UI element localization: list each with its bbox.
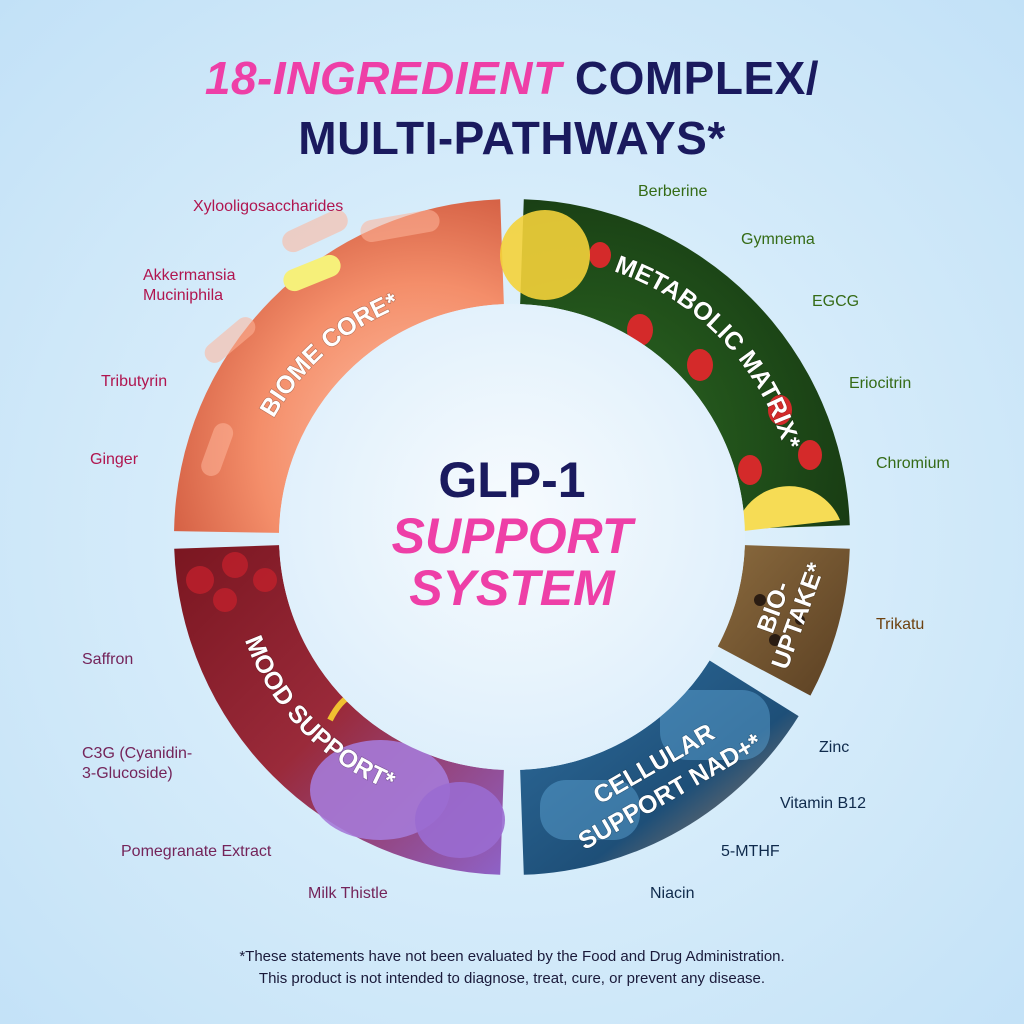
saffron-flower-icon: [310, 690, 505, 858]
segment-bio-uptake: [717, 545, 850, 696]
ingredient-gymnema: Gymnema: [741, 231, 815, 248]
ingredient-vitamin-b12: Vitamin B12: [780, 795, 866, 812]
segment-metabolic-matrix: [520, 199, 850, 529]
center-title: GLP-1: [438, 452, 586, 508]
ingredient-berberine: Berberine: [638, 183, 708, 200]
biome-bacterium-icon: [283, 254, 341, 292]
disclaimer-line-2: This product is not intended to diagnose…: [258, 970, 766, 987]
center-subtitle-line-2: SYSTEM: [409, 560, 615, 616]
ingredient-akkermansia: Akkermansia Muciniphila: [143, 267, 236, 304]
headline-highlight: 18-INGREDIENT: [204, 52, 562, 104]
pepper-icons: [754, 594, 805, 646]
lemon-icon: [500, 210, 590, 300]
headline: 18-INGREDIENT COMPLEX/ MULTI-PATHWAYS*: [0, 48, 1024, 168]
pomegranate-seeds-icon: [186, 552, 277, 612]
headline-line-1: 18-INGREDIENT COMPLEX/: [0, 48, 1024, 108]
ingredient-c3g: C3G (Cyanidin- 3-Glucoside): [82, 745, 193, 782]
fda-disclaimer: *These statements have not been evaluate…: [0, 946, 1024, 990]
ingredient-saffron: Saffron: [82, 651, 134, 668]
lemon-slice-icon: [735, 486, 840, 532]
segment-biome-core: [174, 199, 504, 533]
center-disc: [279, 304, 745, 770]
ingredient-egcg: EGCG: [812, 293, 860, 310]
ingredient-xylooligosaccharides: Xylooligosaccharides: [193, 198, 344, 215]
center-subtitle: SUPPORT SYSTEM: [312, 510, 712, 614]
ingredient-tributyrin: Tributyrin: [101, 373, 168, 390]
ingredient-pomegranate-extract: Pomegranate Extract: [121, 843, 272, 860]
biome-texture: [201, 209, 440, 476]
ingredient-eriocitrin: Eriocitrin: [849, 375, 912, 392]
ingredient-ginger: Ginger: [90, 451, 139, 468]
center-subtitle-line-1: SUPPORT: [391, 508, 633, 564]
ingredient-zinc: Zinc: [819, 739, 850, 756]
ingredient-niacin: Niacin: [650, 885, 695, 902]
berry-icons: [589, 242, 822, 485]
headline-rest: COMPLEX/: [561, 52, 820, 104]
ingredient-trikatu: Trikatu: [876, 616, 925, 633]
ingredient-chromium: Chromium: [876, 455, 950, 472]
ingredient-milk-thistle: Milk Thistle: [308, 885, 388, 902]
headline-line-2: MULTI-PATHWAYS*: [298, 112, 726, 164]
ingredient-5-mthf: 5-MTHF: [721, 843, 780, 860]
disclaimer-line-1: *These statements have not been evaluate…: [239, 948, 785, 965]
cell-bubbles: [540, 690, 770, 840]
